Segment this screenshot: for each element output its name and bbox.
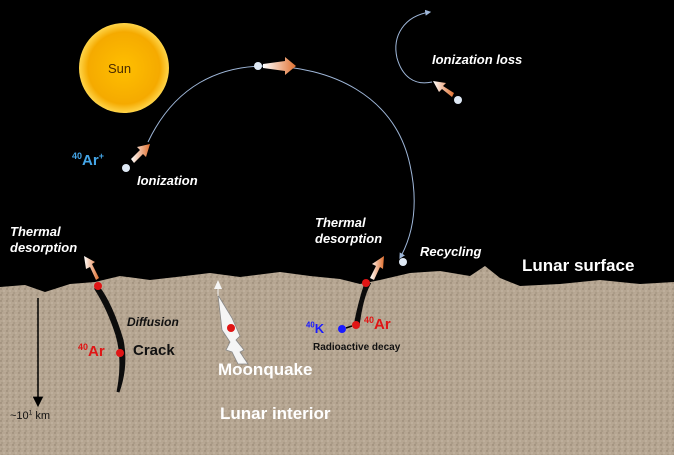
- argon-atom-moonquake: [227, 324, 235, 332]
- argon-ion-mass: 40: [72, 151, 83, 161]
- potassium-symbol: K: [314, 321, 325, 336]
- argon-atom-surface-left: [94, 282, 102, 290]
- depth-label: ~101 km: [10, 410, 50, 422]
- argon-atom-decay: [352, 321, 360, 329]
- argon-ion-charge: +: [98, 151, 104, 161]
- particle-top: [254, 57, 296, 75]
- potassium-label: 40K: [306, 321, 324, 336]
- lunar-surface-label: Lunar surface: [522, 256, 635, 275]
- recycling-label: Recycling: [420, 244, 482, 259]
- depth-exponent: 1: [28, 409, 33, 417]
- argon-atom-surface-right: [362, 279, 370, 287]
- argon-ion-symbol: Ar: [82, 152, 99, 169]
- decay-arrow: [345, 325, 353, 329]
- ionization-loss-label: Ionization loss: [432, 52, 523, 67]
- potassium-mass: 40: [306, 320, 315, 330]
- argon-crack-symbol: Ar: [88, 343, 105, 360]
- crack-label: Crack: [133, 342, 175, 359]
- argon-decay-symbol: Ar: [374, 316, 391, 333]
- moonquake-shape: [214, 280, 249, 365]
- depth-unit: km: [32, 410, 51, 422]
- lunar-ground: [0, 266, 674, 455]
- thermal-desorption-right-label: Thermal desorption: [315, 215, 382, 247]
- lunar-interior-label: Lunar interior: [220, 404, 331, 423]
- crack-left: [94, 284, 126, 393]
- ionization-loss-arc: [395, 9, 433, 84]
- argon-atom-crack-left: [116, 349, 124, 357]
- recycling-atom: [399, 258, 407, 266]
- particle-ionized: [122, 144, 150, 172]
- argon-crack-label: 40Ar: [78, 342, 105, 361]
- thermal-desorption-left-line2: desorption: [10, 240, 78, 255]
- depth-prefix: ~10: [10, 410, 29, 422]
- particle-ionization-loss: [433, 81, 462, 104]
- thermal-desorption-right-line2: desorption: [315, 231, 383, 246]
- argon-decay-label: 40Ar: [364, 315, 391, 334]
- sun-label: Sun: [108, 61, 132, 76]
- argon-crack-mass: 40: [78, 342, 89, 352]
- sun: [79, 23, 169, 113]
- trajectory-arc: [147, 65, 415, 260]
- moonquake-label: Moonquake: [218, 360, 313, 379]
- diffusion-label: Diffusion: [127, 315, 179, 329]
- argon-decay-mass: 40: [364, 315, 375, 325]
- ionization-label: Ionization: [137, 173, 198, 188]
- radioactive-decay-label: Radioactive decay: [313, 342, 401, 353]
- particle-left-desorption: [84, 256, 99, 280]
- argon-ion-label: 40Ar+: [72, 151, 104, 170]
- thermal-desorption-left-label: Thermal desorption: [10, 224, 77, 256]
- thermal-desorption-right-line1: Thermal: [315, 215, 366, 230]
- particle-right-desorption: [370, 256, 384, 280]
- thermal-desorption-left-line1: Thermal: [10, 224, 61, 239]
- potassium-atom: [338, 325, 346, 333]
